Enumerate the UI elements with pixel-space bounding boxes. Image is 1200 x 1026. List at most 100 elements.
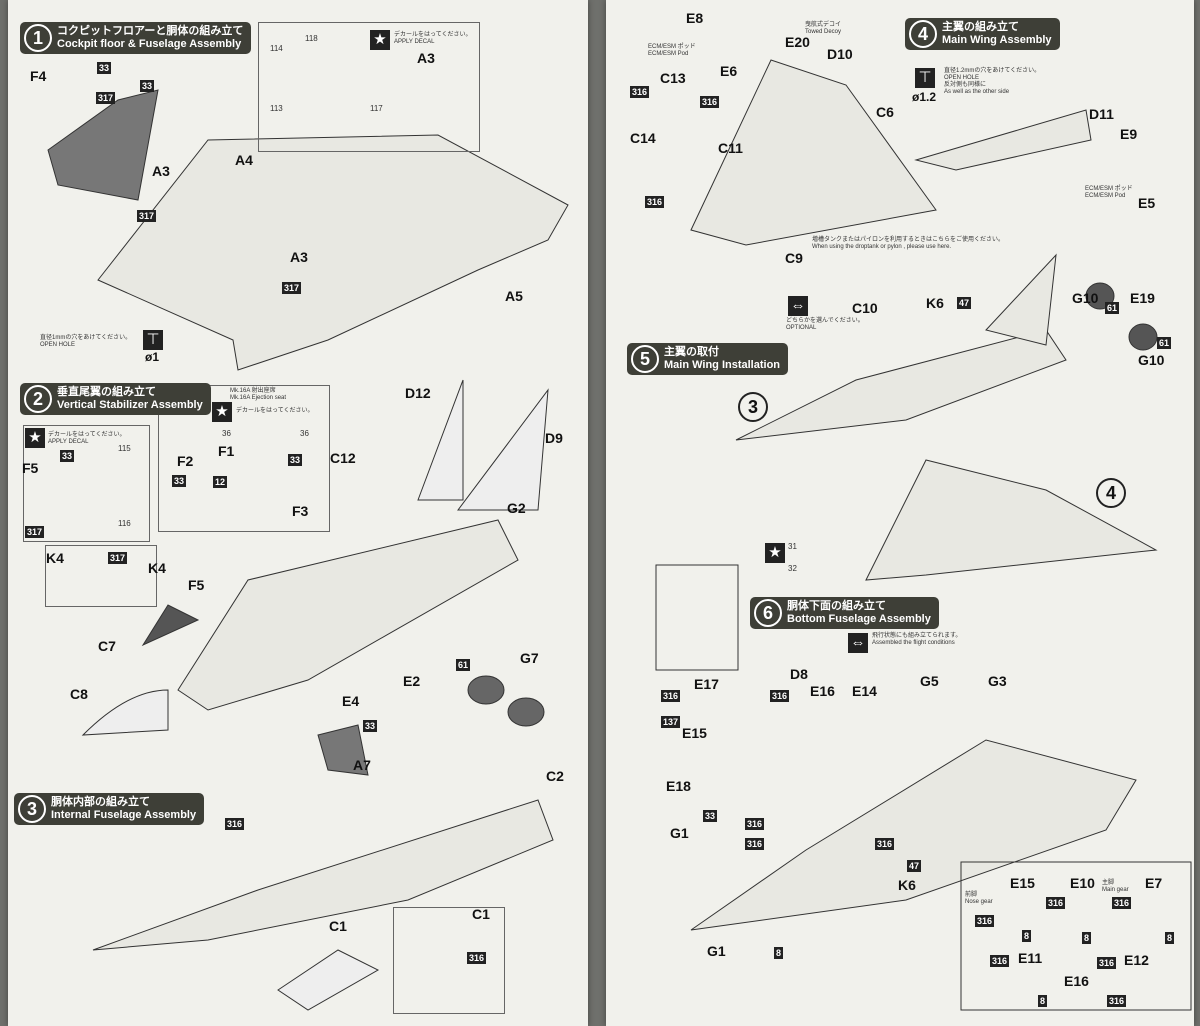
step-number: 4 — [909, 20, 937, 48]
step-number: 3 — [18, 795, 46, 823]
note-en: Nose gear — [965, 899, 993, 905]
part-label: C6 — [876, 104, 894, 120]
part-label: 118 — [305, 34, 318, 43]
part-label: C7 — [98, 638, 116, 654]
note-jp: 主脚 — [1102, 880, 1115, 886]
paint-code-label: 8 — [774, 947, 784, 959]
paint-code-label: 33 — [140, 80, 155, 92]
part-label: 115 — [118, 444, 131, 453]
part-label: E11 — [1018, 950, 1043, 966]
paint-code-label: 317 — [137, 210, 157, 222]
note-en: OPEN HOLE — [40, 342, 76, 348]
part-label: E7 — [1145, 875, 1163, 891]
assembly-drawings-right — [655, 59, 1192, 1011]
part-label: K4 — [148, 560, 166, 576]
step-title-jp: 主翼の組み立て — [942, 21, 1019, 33]
drill-hole-icon: ⊤ — [143, 330, 163, 350]
note-jp: デカールをはってください。 — [394, 32, 472, 38]
hole-note: 直径1mmの穴をあけてください。OPEN HOLE — [40, 335, 131, 349]
part-label: 31 — [788, 542, 797, 551]
step-title-en: Bottom Fuselage Assembly — [787, 613, 931, 625]
part-label: E15 — [682, 725, 707, 741]
step-ref-4: 4 — [1096, 478, 1126, 508]
part-label: C1 — [472, 906, 490, 922]
paint-code-label: 316 — [770, 690, 790, 702]
star-decal-icon: ★ — [212, 402, 232, 422]
paint-code-label: 33 — [172, 475, 187, 487]
star-decal-icon: ★ — [370, 30, 390, 50]
part-label: E2 — [403, 673, 421, 689]
part-label: E20 — [785, 34, 810, 50]
step-number: 5 — [631, 345, 659, 373]
part-label: 117 — [370, 104, 383, 113]
step-title-jp: 胴体下面の組み立て — [787, 600, 886, 612]
note-jp: デカールをはってください。 — [236, 408, 314, 414]
part-label: K6 — [898, 877, 916, 893]
note-en: APPLY DECAL — [48, 439, 89, 445]
part-label: E6 — [720, 63, 738, 79]
part-label: 32 — [788, 564, 797, 573]
part-label: E14 — [852, 683, 877, 699]
part-label: 36 — [222, 429, 231, 438]
paint-code-label: 317 — [96, 92, 116, 104]
note-jp: 前脚 — [965, 892, 978, 898]
part-label: 114 — [270, 44, 283, 53]
paint-code-label: 316 — [1112, 897, 1132, 909]
part-label: E16 — [810, 683, 835, 699]
paint-code-label: 33 — [60, 450, 75, 462]
part-label: E17 — [694, 676, 719, 692]
part-label: C2 — [546, 768, 564, 784]
paint-code-label: 317 — [25, 526, 45, 538]
optional-note: どちらかを選んでください。OPTIONAL — [786, 318, 864, 332]
paint-code-label: 61 — [1157, 337, 1172, 349]
note-en: ECM/ESM Pod — [1085, 193, 1126, 199]
part-label: K4 — [46, 550, 64, 566]
paint-code-label: 8 — [1022, 930, 1032, 942]
part-label: F2 — [177, 453, 194, 469]
paint-code-label: 12 — [213, 476, 228, 488]
part-label: G10 — [1072, 290, 1099, 306]
note-en: Towed Decoy — [805, 29, 842, 35]
star-decal-icon: ★ — [25, 428, 45, 448]
note-en: APPLY DECAL — [394, 39, 435, 45]
paint-code-label: 137 — [661, 716, 681, 728]
note-jp: どちらかを選んでください。 — [786, 318, 864, 324]
step-title-jp: 主翼の取付 — [664, 346, 719, 358]
paint-code-label: 47 — [957, 297, 972, 309]
decal-inset-f5 — [23, 425, 150, 542]
note-jp: 飛行状態にも組み立てられます。 — [872, 633, 962, 639]
note-jp: 反対側も同様に — [944, 82, 987, 88]
paint-code-label: 316 — [745, 818, 765, 830]
note-jp: 曳航式デコイ — [805, 22, 842, 28]
part-label: G5 — [920, 673, 939, 689]
part-label: 116 — [118, 519, 131, 528]
paint-code-label: 316 — [645, 196, 665, 208]
step-title-en: Main Wing Installation — [664, 359, 781, 371]
paint-code-label: 61 — [1105, 302, 1120, 314]
paint-code-label: 61 — [456, 659, 471, 671]
decal-inset-a3 — [258, 22, 480, 152]
part-label: D11 — [1089, 106, 1114, 122]
drill-hole-icon: ⊤ — [915, 68, 935, 88]
part-label: G10 — [1138, 352, 1165, 368]
paint-code-label: 8 — [1165, 932, 1175, 944]
decal-note: デカールをはってください。APPLY DECAL — [394, 32, 472, 46]
part-label: A3 — [152, 163, 170, 179]
paint-code-label: 316 — [467, 952, 487, 964]
note-en: As well as the other side — [944, 89, 1010, 95]
note-jp: Mk.16A 射出座席 — [230, 388, 276, 394]
part-label: C1 — [329, 918, 347, 934]
paint-code-label: 316 — [745, 838, 765, 850]
part-label: E10 — [1070, 875, 1095, 891]
paint-code-label: 47 — [907, 860, 922, 872]
paint-code-label: 33 — [97, 62, 112, 74]
part-label: E16 — [1064, 973, 1089, 989]
hole-diameter: ø1 — [145, 350, 160, 364]
optional-arrows-icon: ⇔ — [788, 296, 808, 316]
